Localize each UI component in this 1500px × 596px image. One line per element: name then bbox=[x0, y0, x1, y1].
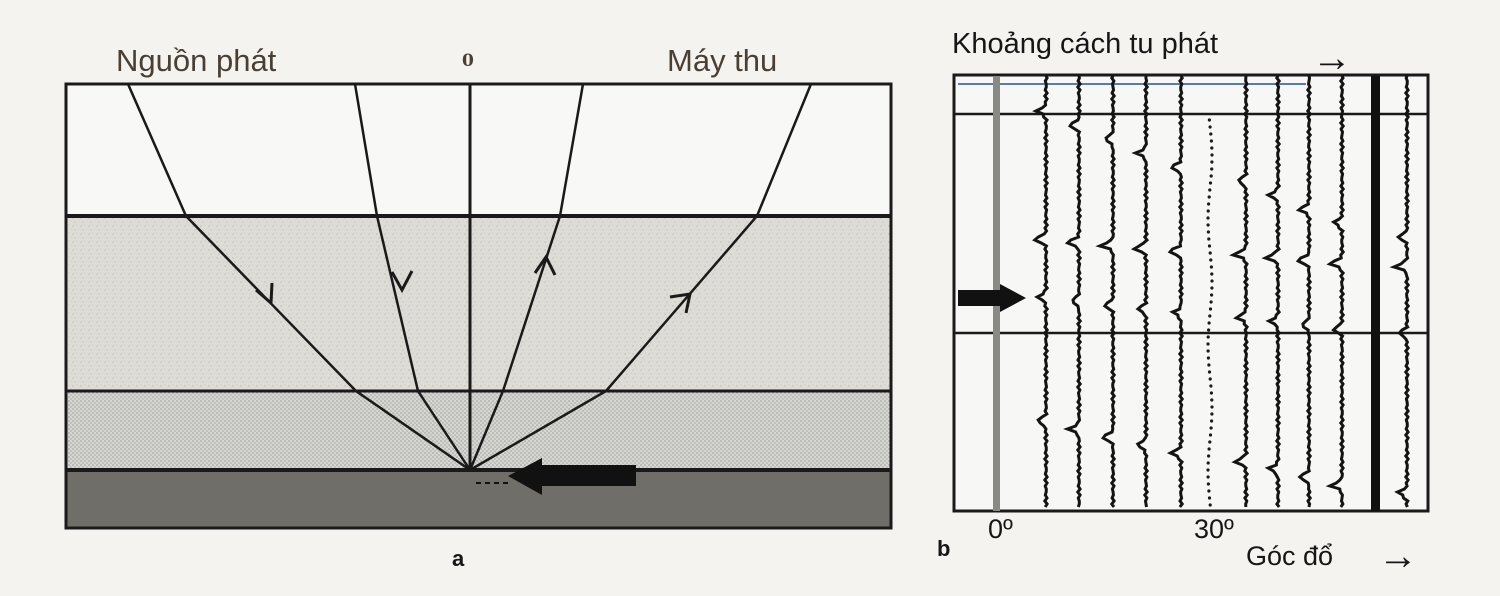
panel-b-letter: b bbox=[937, 536, 951, 561]
dotted-trace-point bbox=[1208, 440, 1212, 444]
seismic-trace bbox=[1229, 75, 1250, 508]
seismic-trace bbox=[1371, 76, 1380, 511]
dotted-trace-point bbox=[1210, 153, 1214, 157]
seismic-trace bbox=[1130, 75, 1150, 508]
seismic-trace bbox=[1166, 75, 1185, 508]
dotted-trace-point bbox=[1210, 286, 1214, 290]
dotted-trace-point bbox=[1207, 118, 1211, 122]
seismic-trace bbox=[1389, 75, 1411, 508]
dotted-trace-point bbox=[1210, 279, 1214, 283]
dotted-trace-point bbox=[1210, 272, 1214, 276]
panel-b-frame bbox=[952, 73, 1430, 513]
dotted-trace-point bbox=[1209, 265, 1213, 269]
panel-a-letter: a bbox=[452, 546, 465, 571]
dotted-trace-point bbox=[1207, 244, 1212, 248]
dotted-trace-point bbox=[1207, 447, 1211, 451]
ray-arrow-icon bbox=[669, 292, 692, 314]
dotted-trace-point bbox=[1206, 468, 1210, 472]
target-event-arrow-icon bbox=[958, 284, 1026, 312]
dotted-trace-point bbox=[1209, 132, 1213, 136]
ray-path-inner-right bbox=[468, 83, 585, 471]
seismic-trace bbox=[1095, 75, 1117, 508]
dotted-trace-point bbox=[1210, 293, 1214, 297]
dotted-trace-point bbox=[1208, 251, 1212, 255]
panel-a-frame bbox=[64, 82, 893, 530]
dotted-trace-point bbox=[1208, 314, 1212, 318]
dotted-trace-point bbox=[1208, 125, 1212, 129]
ray-arrow-icon bbox=[390, 270, 414, 294]
dotted-trace-point bbox=[1206, 482, 1210, 486]
dotted-trace-point bbox=[1206, 356, 1210, 360]
source-label: Nguồn phát bbox=[116, 43, 277, 78]
offset-label: Khoảng cách tu phát bbox=[952, 28, 1219, 60]
angle-0-label: 0º bbox=[988, 514, 1013, 544]
dotted-trace-point bbox=[1207, 328, 1211, 332]
dotted-trace-point bbox=[1207, 489, 1211, 493]
seismic-trace bbox=[1032, 75, 1050, 508]
dotted-trace-point bbox=[1209, 391, 1213, 395]
dotted-trace-point bbox=[1206, 342, 1210, 346]
dotted-trace-point bbox=[1210, 160, 1214, 164]
dotted-trace-point bbox=[1210, 412, 1214, 416]
layer-top bbox=[66, 84, 891, 216]
dotted-trace-point bbox=[1206, 223, 1210, 227]
receiver-label: Máy thu bbox=[667, 43, 778, 78]
dotted-trace-point bbox=[1210, 405, 1214, 409]
dotted-trace-point bbox=[1206, 209, 1210, 213]
layer-base bbox=[66, 470, 891, 528]
layer-speckled bbox=[66, 216, 891, 391]
dotted-trace-point bbox=[1209, 426, 1213, 430]
dotted-trace-point bbox=[1210, 146, 1214, 150]
dotted-trace-point bbox=[1207, 195, 1211, 199]
dotted-trace-point bbox=[1208, 181, 1213, 185]
dotted-trace-point bbox=[1209, 300, 1213, 304]
dotted-trace-point bbox=[1206, 349, 1210, 353]
ray-arrow-icon bbox=[255, 282, 274, 307]
dotted-trace-point bbox=[1206, 216, 1210, 220]
zero-offset-label: 0 bbox=[462, 51, 474, 71]
dotted-trace-point bbox=[1206, 230, 1210, 234]
dotted-trace-point bbox=[1208, 188, 1212, 192]
dotted-trace-point bbox=[1207, 363, 1211, 367]
dotted-trace-point bbox=[1209, 258, 1213, 262]
ray-path-outer-right bbox=[469, 83, 813, 472]
panel-b-gather bbox=[952, 73, 1430, 513]
seismic-trace bbox=[1325, 75, 1346, 508]
layer-dotted bbox=[66, 391, 891, 470]
dotted-trace-point bbox=[1207, 321, 1211, 325]
dotted-trace-point bbox=[1209, 139, 1213, 143]
dotted-trace-point bbox=[1207, 496, 1212, 500]
angle-30-label: 30º bbox=[1194, 514, 1234, 544]
dotted-trace-point bbox=[1207, 454, 1211, 458]
dotted-trace-point bbox=[1208, 433, 1213, 437]
ray-arrow-icon bbox=[533, 254, 557, 276]
seismic-trace bbox=[1261, 75, 1282, 508]
dotted-trace-point bbox=[1210, 167, 1214, 171]
dip-arrow-icon: → bbox=[1378, 534, 1418, 578]
seismic-trace bbox=[1295, 75, 1313, 508]
offset-arrow-icon: → bbox=[1312, 36, 1352, 80]
dotted-trace-point bbox=[1207, 237, 1211, 241]
reflection-point-arrow-icon bbox=[476, 458, 636, 495]
dip-label: Góc đổ bbox=[1246, 541, 1334, 571]
dotted-trace-point bbox=[1206, 335, 1210, 339]
dotted-trace-point bbox=[1208, 307, 1213, 311]
dotted-trace-point bbox=[1208, 503, 1212, 507]
dotted-trace-point bbox=[1210, 419, 1214, 423]
seismic-trace bbox=[1063, 75, 1083, 508]
seismic-traces bbox=[1032, 75, 1411, 511]
dotted-trace-point bbox=[1207, 202, 1211, 206]
dotted-trace-point bbox=[1210, 398, 1214, 402]
ray-path-inner-left bbox=[353, 83, 472, 471]
dotted-trace-point bbox=[1209, 384, 1213, 388]
dotted-trace-point bbox=[1207, 370, 1212, 374]
dotted-trace-point bbox=[1206, 461, 1210, 465]
panel-a-model bbox=[64, 82, 893, 530]
dotted-trace-point bbox=[1206, 475, 1210, 479]
dotted-trace-point bbox=[1209, 174, 1213, 178]
dotted-trace-point bbox=[1208, 377, 1212, 381]
